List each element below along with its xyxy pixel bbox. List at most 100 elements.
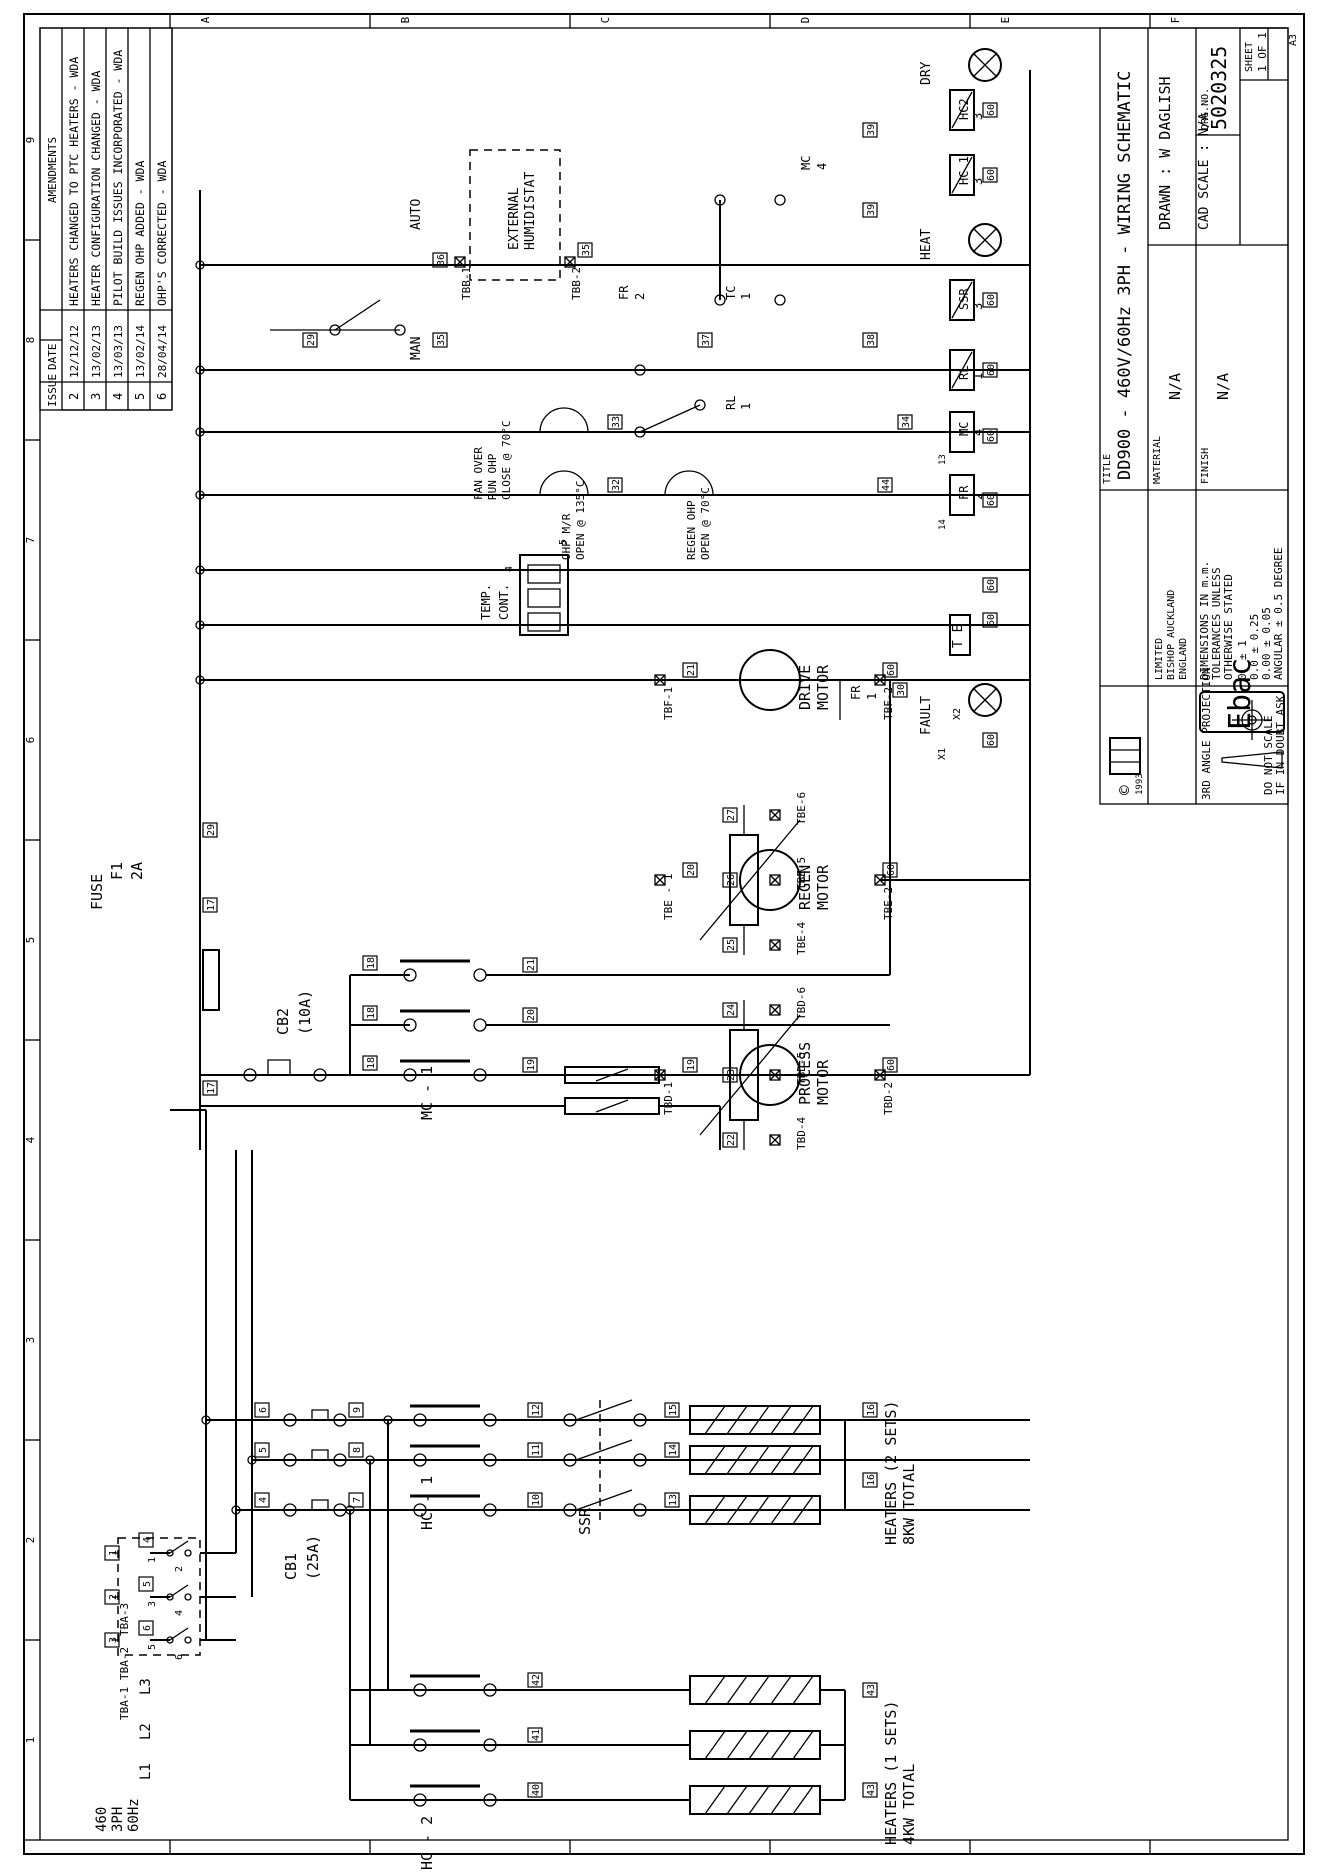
label-control-n13: 13	[938, 454, 948, 465]
wire-label: 43	[866, 1784, 877, 1796]
wire-label: 43	[866, 1684, 877, 1696]
amend-date: 12/12/12	[68, 325, 81, 378]
wire-label: 17	[206, 1082, 217, 1094]
amend-date: 13/03/13	[112, 325, 125, 378]
label-cb1-rating: (25A)	[304, 1535, 322, 1580]
label-control-dry: DRY	[919, 61, 934, 85]
label-control-rl1_b: 1	[739, 403, 753, 410]
grid-col-label: 5	[24, 937, 37, 944]
wire-label: 36	[436, 254, 447, 266]
label-supply-isolator_nums-5: 6	[174, 1654, 185, 1660]
amend-header-date: DATE	[46, 344, 59, 371]
label-control-x2: X2	[952, 708, 963, 720]
wire-label: 9	[352, 1407, 363, 1413]
terminal-icon	[769, 809, 781, 821]
wire-label: 21	[526, 959, 537, 971]
label-titleblock-sheet: 1 OF 1	[1256, 32, 1269, 72]
label-control-mc4_b: 4	[815, 163, 829, 170]
amend-issue: 4	[111, 393, 125, 400]
wire-label: 60	[886, 664, 897, 676]
label-terminals-tbe4: TBE-4	[795, 922, 808, 955]
terminal-icon	[769, 939, 781, 951]
wire-label: 12	[531, 1404, 542, 1416]
amend-issue: 2	[67, 393, 81, 400]
wire-label: 18	[366, 1057, 377, 1069]
label-titleblock-projection: 3RD ANGLE PROJECTION	[1200, 668, 1213, 800]
wire-label: 60	[986, 169, 997, 181]
wire-label: 60	[886, 1059, 897, 1071]
wire-label: 60	[986, 494, 997, 506]
amend-date: 13/02/13	[90, 325, 103, 378]
wire-label: 17	[206, 899, 217, 911]
label-supply-isolator_nums-0: 1	[147, 1557, 158, 1563]
label-terminals-tbb2: TBB-2	[570, 267, 583, 300]
wire-label: 6	[258, 1407, 269, 1413]
sheet-size: A3	[1288, 34, 1299, 46]
label-titleblock-finish_label: FINISH	[1200, 448, 1211, 484]
wire-label: 32	[611, 479, 622, 491]
label-supply-voltage: 460	[94, 1807, 110, 1832]
label-supply-freq: 60Hz	[126, 1798, 142, 1832]
label-fuse-label: FUSE	[88, 874, 106, 910]
label-motors-drive_b: MOTOR	[814, 664, 832, 710]
label-cb1-ref: CB1	[282, 1553, 300, 1580]
wire-label: 15	[668, 1404, 679, 1416]
amend-title: AMENDMENTS	[46, 137, 59, 203]
label-control-te: T E	[951, 625, 966, 648]
label-titleblock-tol_4: ANGULAR ± 0.5 DEGREE	[1272, 548, 1285, 680]
wire-label: 18	[366, 957, 377, 969]
power-circuit	[117, 1109, 1030, 1656]
label-control-n14: 14	[938, 519, 948, 530]
wire-label: 5	[258, 1447, 269, 1453]
wire-label: 27	[726, 809, 737, 821]
label-supply-isolator_nums-4: 5	[147, 1644, 158, 1650]
label-fuse-rating: 2A	[128, 862, 146, 880]
wire-label: 39	[866, 204, 877, 216]
label-control-coil_fr_b: 2	[971, 493, 985, 500]
label-control-coil_mc_b: 4	[971, 429, 985, 436]
wire-label: 19	[686, 1059, 697, 1071]
wire-label: 40	[531, 1784, 542, 1796]
label-titleblock-title: DD900 - 460V/60Hz 3PH - WIRING SCHEMATIC	[1115, 71, 1135, 480]
label-control-coil_fr_a: FR	[957, 485, 971, 500]
label-terminals-tbd6: TBD-6	[795, 987, 808, 1020]
label-control-fr1_b: 1	[865, 693, 879, 700]
label-control-hum_b: HUMIDISTAT	[523, 172, 538, 250]
wire-label: 16	[866, 1404, 877, 1416]
amend-issue: 6	[155, 393, 169, 400]
wire-label: 16	[866, 1474, 877, 1486]
grid-col-label: 4	[24, 1136, 37, 1143]
grid-row-label: F	[1169, 17, 1182, 24]
ebac-emblem-icon	[1109, 737, 1141, 775]
label-titleblock-dims_b: TOLERANCES UNLESS	[1210, 567, 1223, 680]
label-heaters-set1_b: 4KW TOTAL	[900, 1764, 918, 1845]
label-contactors-ssr: SSR	[576, 1507, 594, 1535]
wire-label: 10	[531, 1494, 542, 1506]
grid-col-label: 8	[24, 337, 37, 344]
label-contactors-hc1: HC - 1	[418, 1476, 436, 1530]
label-control-fr1_a: FR	[849, 685, 863, 700]
label-motors-process_b: MOTOR	[814, 1059, 832, 1105]
label-titleblock-company_b: BISHOP AUCKLAND	[1166, 590, 1177, 680]
wire-label: 38	[866, 334, 877, 346]
label-control-coil_hc2_a: HC2	[957, 98, 971, 120]
wire-label: 44	[881, 479, 892, 491]
grid-row-label: E	[999, 17, 1012, 24]
wire-label: 35	[436, 334, 447, 346]
label-control-fault: FAULT	[919, 696, 934, 735]
label-supply-terminals-1: TBA-2	[118, 1647, 131, 1680]
label-titleblock-dims_a: DIMENSIONS IN m.m.	[1198, 561, 1211, 680]
label-motors-drive_a: DRIVE	[796, 665, 814, 710]
grid-col-label: 7	[24, 537, 37, 544]
label-control-temp_out: 5	[558, 539, 569, 545]
amend-header-issue: ISSUE	[46, 374, 59, 407]
label-titleblock-dims_c: OTHERWISE STATED	[1222, 574, 1235, 680]
label-supply-isolator_nums-3: 4	[174, 1610, 185, 1616]
label-cb2-ref: CB2	[274, 1008, 292, 1035]
label-titleblock-tol_3: 0.00 ± 0.05	[1260, 607, 1273, 680]
label-control-man: MAN	[409, 337, 424, 360]
